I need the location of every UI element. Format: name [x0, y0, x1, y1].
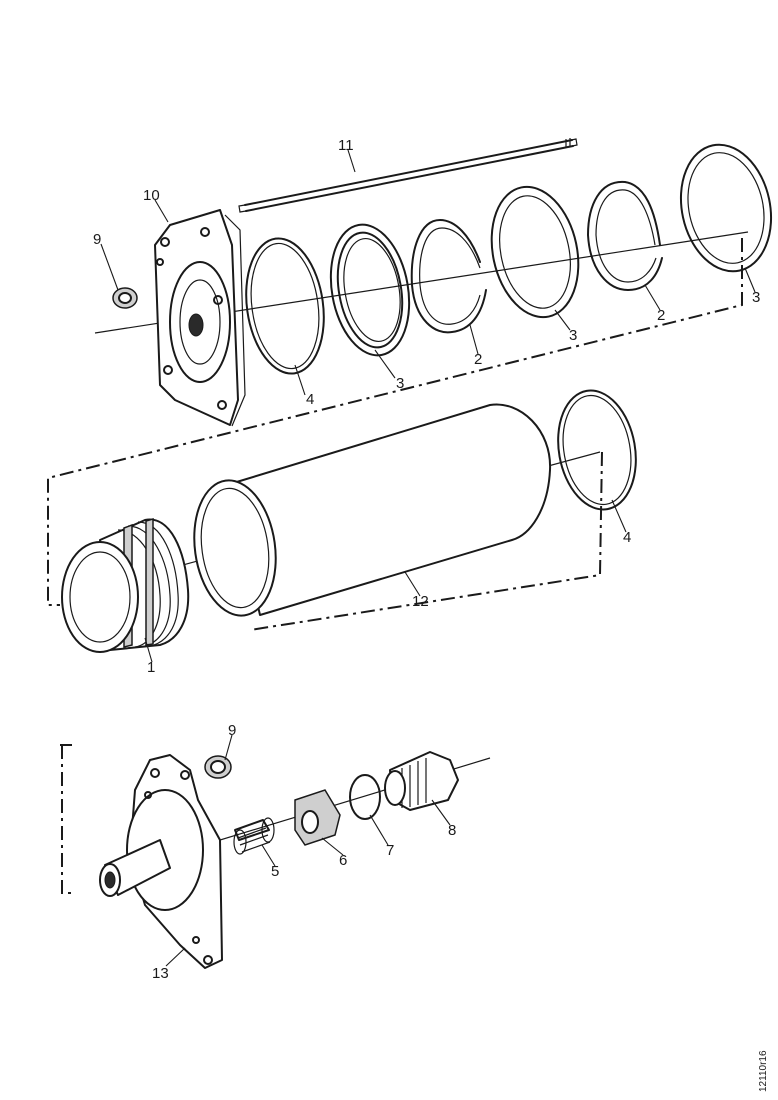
split-guide-ring-part	[587, 180, 663, 291]
end-cap-part	[154, 209, 246, 427]
callout-6: 6	[339, 852, 347, 869]
fitting-part	[384, 751, 459, 811]
callout-3-right: 3	[752, 289, 760, 306]
piston-part	[61, 518, 190, 653]
callout-2-right: 2	[657, 307, 665, 324]
callout-12: 12	[412, 593, 429, 610]
o-ring-part	[349, 774, 381, 820]
o-ring-part	[245, 237, 325, 375]
callout-11: 11	[338, 137, 354, 154]
seal-ring-part	[329, 223, 411, 357]
callout-4-top: 4	[306, 391, 314, 408]
callout-9-bottom: 9	[228, 722, 236, 739]
callout-3-left: 3	[396, 375, 404, 392]
cylinder-barrel-part	[193, 403, 552, 617]
seal-ring-part	[490, 185, 580, 319]
nut-part	[204, 755, 232, 779]
o-ring-part	[557, 389, 637, 511]
figure-reference-number: 12110r16	[758, 1050, 769, 1092]
callout-1: 1	[147, 659, 155, 676]
callout-4-middle: 4	[623, 529, 631, 546]
nut-part	[112, 287, 138, 309]
split-guide-ring-part	[410, 219, 487, 334]
callout-10: 10	[143, 187, 160, 204]
callout-13: 13	[152, 965, 169, 982]
callout-9-top: 9	[93, 231, 101, 248]
callout-2-left: 2	[474, 351, 482, 368]
valve-body-part	[294, 789, 341, 846]
tie-rod-part	[238, 138, 578, 213]
spring-part	[233, 817, 275, 855]
callout-8: 8	[448, 822, 456, 839]
end-cap-part	[99, 754, 223, 969]
callout-7: 7	[386, 842, 394, 859]
leader-lines	[100, 149, 756, 967]
callout-3-middle: 3	[569, 327, 577, 344]
seal-ring-part	[679, 143, 773, 273]
bottom-dashed-phantom-line	[61, 745, 72, 894]
callout-5: 5	[271, 863, 279, 880]
